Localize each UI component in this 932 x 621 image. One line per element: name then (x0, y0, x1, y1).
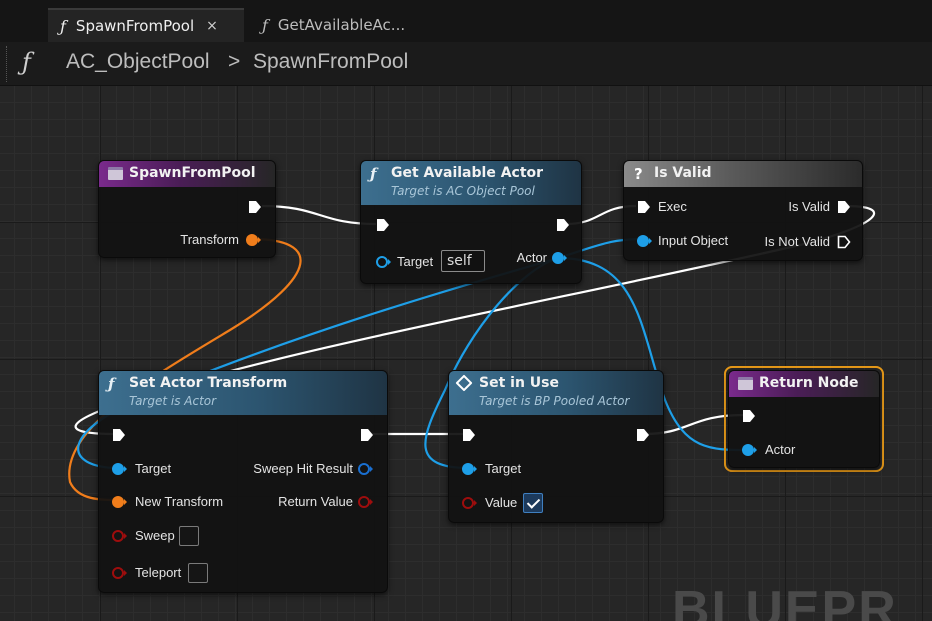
pin-label-is-not-valid: Is Not Valid (764, 234, 830, 249)
pin-label-return-value: Return Value (278, 494, 353, 509)
tab-label: GetAvailableAc... (277, 16, 406, 34)
target-self-field[interactable]: self (441, 250, 485, 272)
pin-label-is-valid: Is Valid (788, 199, 830, 214)
sweep-in-pin[interactable] (111, 528, 127, 544)
pin-label-exec: Exec (658, 199, 687, 214)
pin-label-teleport: Teleport (135, 565, 182, 580)
exec-in-pin[interactable] (741, 408, 757, 424)
node-title: SpawnFromPool (129, 165, 256, 181)
node-set-in-use[interactable]: Set in Use Target is BP Pooled Actor Tar… (448, 370, 664, 523)
pin-label-sweep-hit-result: Sweep Hit Result (253, 461, 353, 476)
pin-label-actor: Actor (765, 442, 796, 457)
target-in-pin[interactable] (461, 461, 477, 477)
node-title: Is Valid (654, 165, 712, 181)
teleport-checkbox[interactable] (188, 563, 208, 583)
pin-label-target: Target (397, 254, 434, 269)
pin-label-value: Value (485, 495, 518, 510)
close-icon[interactable]: × (206, 18, 218, 34)
teleport-in-pin[interactable] (111, 565, 127, 581)
exec-out-pin[interactable] (359, 427, 375, 443)
node-subtitle: Target is AC Object Pool (391, 184, 535, 198)
transform-out-pin[interactable] (245, 232, 261, 248)
node-header[interactable]: ƒ Get Available Actor Target is AC Objec… (361, 161, 581, 205)
tab-getavailableactor[interactable]: ƒ GetAvailableAc... (250, 8, 440, 42)
target-in-pin[interactable] (375, 254, 391, 270)
pin-label-transform: Transform (180, 232, 239, 247)
setter-icon (455, 374, 473, 392)
sweep-checkbox[interactable] (179, 526, 199, 546)
chevron-right-icon: > (228, 50, 241, 73)
selection-highlight (724, 366, 884, 472)
tab-bar: ƒ SpawnFromPool × ƒ GetAvailableAc... (0, 0, 932, 42)
node-get-available-actor[interactable]: ƒ Get Available Actor Target is AC Objec… (360, 160, 582, 284)
function-icon: ƒ (108, 375, 115, 393)
node-subtitle: Target is BP Pooled Actor (479, 394, 630, 408)
pin-label-sweep: Sweep (135, 528, 175, 543)
node-is-valid[interactable]: ? Is Valid Exec Is Valid Input Object Is… (623, 160, 863, 261)
drag-grip (6, 46, 9, 82)
value-in-pin[interactable] (461, 495, 477, 511)
node-return[interactable]: Return Node Actor (728, 370, 880, 468)
new-transform-in-pin[interactable] (111, 494, 127, 510)
value-checkbox[interactable] (523, 493, 543, 513)
pin-label-target: Target (485, 461, 522, 476)
node-header[interactable]: ? Is Valid (624, 161, 862, 187)
return-node-icon (738, 377, 753, 390)
breadcrumb-root[interactable]: AC_ObjectPool (66, 50, 210, 73)
node-header[interactable]: Return Node (729, 371, 879, 397)
breadcrumb: ƒ AC_ObjectPool > SpawnFromPool (0, 42, 932, 86)
function-icon: ƒ (370, 165, 377, 183)
question-icon: ? (634, 165, 643, 183)
tab-spawnfrompool[interactable]: ƒ SpawnFromPool × (48, 8, 244, 42)
tab-label: SpawnFromPool (75, 17, 195, 35)
node-subtitle: Target is Actor (129, 394, 217, 408)
node-title: Get Available Actor (391, 165, 544, 181)
function-icon: ƒ (60, 16, 66, 36)
target-in-pin[interactable] (111, 461, 127, 477)
node-header[interactable]: ƒ Set Actor Transform Target is Actor (99, 371, 387, 415)
node-title: Set in Use (479, 375, 559, 391)
actor-in-pin[interactable] (741, 442, 757, 458)
node-set-actor-transform[interactable]: ƒ Set Actor Transform Target is Actor Ta… (98, 370, 388, 593)
node-title: Set Actor Transform (129, 375, 288, 391)
exec-in-pin[interactable] (636, 199, 652, 215)
pin-label-input-object: Input Object (658, 233, 729, 248)
pin-label-actor: Actor (516, 250, 547, 265)
sweep-hit-result-out-pin[interactable] (357, 461, 373, 477)
exec-out-pin[interactable] (555, 217, 571, 233)
blueprint-watermark: BLUEPR (672, 581, 898, 621)
exec-out-pin[interactable] (247, 199, 263, 215)
is-valid-exec-out-pin[interactable] (836, 199, 852, 215)
node-header[interactable]: SpawnFromPool (99, 161, 275, 187)
actor-out-pin[interactable] (551, 250, 567, 266)
exec-in-pin[interactable] (111, 427, 127, 443)
node-title: Return Node (759, 375, 859, 391)
node-header[interactable]: Set in Use Target is BP Pooled Actor (449, 371, 663, 415)
breadcrumb-current: SpawnFromPool (253, 50, 409, 73)
event-entry-icon (108, 167, 123, 180)
exec-in-pin[interactable] (461, 427, 477, 443)
input-object-pin[interactable] (636, 233, 652, 249)
function-icon: ƒ (22, 48, 31, 76)
exec-in-pin[interactable] (375, 217, 391, 233)
pin-label-new-transform: New Transform (135, 494, 224, 509)
exec-out-pin[interactable] (635, 427, 651, 443)
is-not-valid-exec-out-pin[interactable] (836, 234, 852, 250)
node-spawnfrompool[interactable]: SpawnFromPool Transform (98, 160, 276, 258)
return-value-out-pin[interactable] (357, 494, 373, 510)
function-icon: ƒ (262, 15, 268, 35)
pin-label-target: Target (135, 461, 172, 476)
